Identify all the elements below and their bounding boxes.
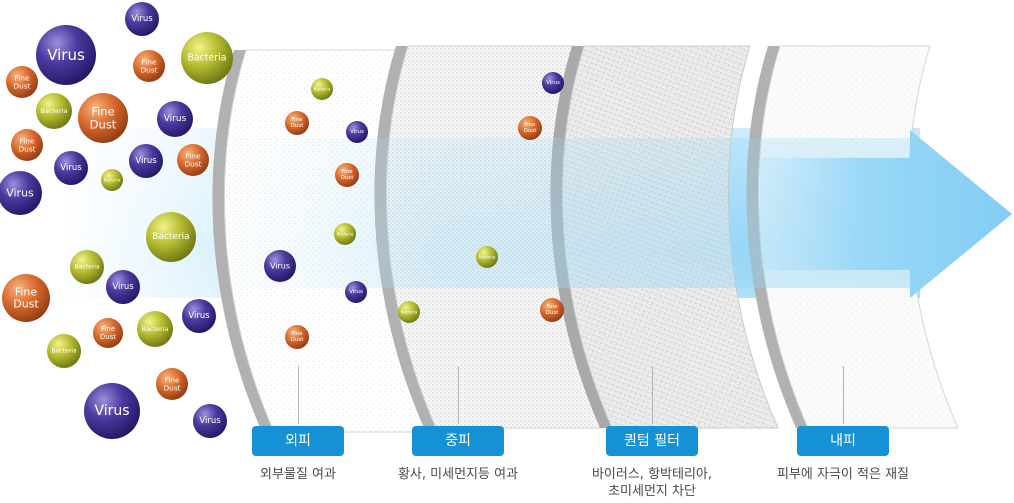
bacteria-particle: Bacteria [36,93,72,129]
bacteria-label: Bacteria [74,264,100,271]
virus-label: Virus [112,282,134,292]
bacteria-particle: Bacteria [181,32,233,84]
fine-dust-label-line2: Dust [291,337,305,343]
virus-label: Virus [131,14,153,24]
layer-label-quantum: 퀀텀 필터 [606,426,698,456]
virus-particle: Virus [157,101,193,137]
virus-particle: Virus [106,270,140,304]
fine-dust-label-line2: Dust [546,310,560,316]
fine-dust-particle: FineDust [177,144,209,176]
virus-particle: Virus [129,144,163,178]
fine-dust-label-line2: Dust [163,384,180,393]
layer-desc-inner: 피부에 자극이 적은 재질 [733,466,953,483]
layer-desc-quantum-line2: 초미세먼지 차단 [542,483,762,500]
virus-particle: Virus [345,281,367,303]
bacteria-particle: Bacteria [137,311,173,347]
bacteria-label: Bacteria [51,348,77,355]
virus-label: Virus [349,289,363,295]
layer-label-outer: 외피 [252,426,344,456]
bacteria-label: Bacteria [188,53,227,64]
bacteria-label: Bacteria [40,107,67,115]
virus-particle: Virus [264,250,296,282]
virus-particle: Virus [193,404,227,438]
fine-dust-label-line2: Dust [13,82,30,91]
layer-desc-middle: 황사, 미세먼지등 여과 [348,466,568,483]
layer-desc-quantum: 바이러스, 항박테리아, 초미세먼지 차단 [542,466,762,500]
fine-dust-label-line2: Dust [100,333,116,341]
virus-particle: Virus [542,72,564,94]
bacteria-label: Bacteria [314,87,331,92]
virus-label: Virus [199,416,221,426]
bacteria-particle: Bacteria [398,301,420,323]
virus-particle: Virus [125,2,159,36]
fine-dust-particle: FineDust [156,368,188,400]
virus-particle: Virus [346,121,368,143]
bacteria-particle: Bacteria [334,223,356,245]
virus-label: Virus [135,156,157,166]
bacteria-particle: Bacteria [47,334,81,368]
bacteria-particle: Bacteria [101,169,123,191]
bacteria-particle: Bacteria [70,250,104,284]
fine-dust-label-line2: Dust [184,160,201,169]
fine-dust-label-line2: Dust [18,145,35,154]
bacteria-label: Bacteria [104,178,121,183]
fine-dust-label-line2: Dust [341,175,355,181]
fine-dust-label-line2: Dust [90,117,117,131]
fine-dust-label-line2: Dust [291,123,305,129]
leader-line-outer [298,366,299,424]
leader-line-middle [458,366,459,424]
fine-dust-label-line2: Dust [524,128,538,134]
virus-particle: Virus [84,383,140,439]
virus-particle: Virus [182,299,216,333]
bacteria-particle: Bacteria [476,246,498,268]
leader-line-quantum [652,366,653,424]
bacteria-label: Bacteria [401,310,418,315]
virus-label: Virus [188,311,210,321]
virus-label: Virus [94,403,129,419]
bacteria-particle: Bacteria [311,78,333,100]
virus-label: Virus [6,187,34,200]
bacteria-label: Bacteria [141,325,168,333]
fine-dust-label-line2: Dust [13,298,39,311]
fine-dust-label-line1: Fine [15,285,38,298]
layer-desc-quantum-line1: 바이러스, 항박테리아, [542,466,762,483]
bacteria-particle: Bacteria [146,212,196,262]
fine-dust-particle: FineDust [335,163,359,187]
bacteria-label: Bacteria [337,232,354,237]
virus-label: Virus [60,163,82,173]
virus-label: Virus [47,46,85,64]
virus-particle: Virus [0,171,42,215]
virus-particle: Virus [54,151,88,185]
virus-label: Virus [350,129,364,135]
virus-label: Virus [270,262,290,271]
fine-dust-particle: FineDust [6,66,38,98]
fine-dust-particle: FineDust [540,298,564,322]
virus-label: Virus [546,80,560,86]
layer-label-middle: 중피 [412,426,504,456]
virus-particle: Virus [36,25,96,85]
bacteria-label: Bacteria [479,255,496,260]
bacteria-label: Bacteria [152,232,189,242]
layer-label-inner: 내피 [797,426,889,456]
fine-dust-label-line2: Dust [140,66,157,75]
virus-label: Virus [164,114,187,124]
leader-line-inner [843,366,844,424]
